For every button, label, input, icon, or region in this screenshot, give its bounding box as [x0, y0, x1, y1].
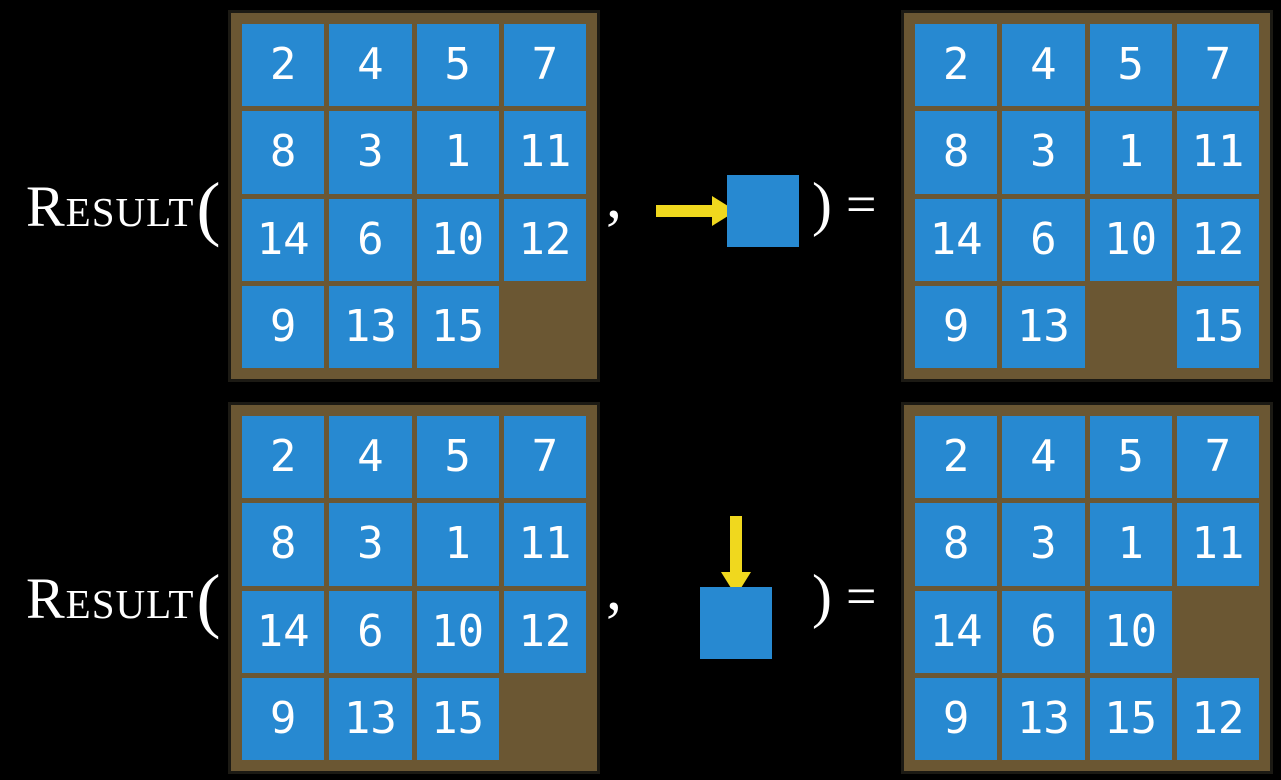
tile-7: 7	[1176, 24, 1259, 107]
open-paren: (	[196, 168, 221, 248]
function-label: Result(	[26, 166, 220, 244]
tile-14: 14	[242, 198, 325, 281]
move-action-right	[656, 175, 799, 247]
tile-11: 11	[503, 503, 586, 586]
tile-5: 5	[1089, 24, 1172, 107]
tile-3: 3	[329, 111, 412, 194]
empty-cell	[504, 286, 586, 368]
tile-15: 15	[416, 285, 499, 368]
tile-4: 4	[329, 416, 412, 499]
empty-cell	[1090, 286, 1172, 368]
tile-13: 13	[1002, 677, 1085, 760]
tile-8: 8	[915, 111, 998, 194]
tile-8: 8	[915, 503, 998, 586]
tile-10: 10	[1089, 590, 1172, 673]
close-paren: )	[812, 171, 832, 237]
function-label: Result(	[26, 558, 220, 636]
tile-12: 12	[1176, 677, 1259, 760]
empty-cell	[1177, 591, 1259, 673]
tile-11: 11	[1176, 111, 1259, 194]
comma: ,	[606, 552, 622, 623]
tile-14: 14	[915, 198, 998, 281]
moved-tile-square	[727, 175, 799, 247]
tile-11: 11	[503, 111, 586, 194]
tile-13: 13	[329, 677, 412, 760]
tile-6: 6	[329, 198, 412, 281]
comma: ,	[606, 160, 622, 231]
tile-5: 5	[416, 24, 499, 107]
tile-7: 7	[503, 416, 586, 499]
tile-13: 13	[329, 285, 412, 368]
tile-5: 5	[416, 416, 499, 499]
moved-tile-square	[700, 587, 772, 659]
tile-2: 2	[242, 416, 325, 499]
tile-1: 1	[1089, 111, 1172, 194]
tile-5: 5	[1089, 416, 1172, 499]
tile-1: 1	[1089, 503, 1172, 586]
tile-3: 3	[1002, 503, 1085, 586]
tile-1: 1	[416, 503, 499, 586]
tile-3: 3	[329, 503, 412, 586]
tile-12: 12	[1176, 198, 1259, 281]
tile-9: 9	[242, 677, 325, 760]
tile-14: 14	[915, 590, 998, 673]
tile-10: 10	[1089, 198, 1172, 281]
function-name: Result	[26, 566, 195, 631]
tile-6: 6	[1002, 590, 1085, 673]
tile-15: 15	[416, 677, 499, 760]
tile-2: 2	[242, 24, 325, 107]
empty-cell	[504, 678, 586, 760]
tile-7: 7	[503, 24, 586, 107]
arrow-right-icon	[656, 196, 736, 226]
tile-6: 6	[1002, 198, 1085, 281]
tile-4: 4	[1002, 24, 1085, 107]
tile-1: 1	[416, 111, 499, 194]
function-name: Result	[26, 174, 195, 239]
move-action-down	[700, 516, 772, 659]
tile-3: 3	[1002, 111, 1085, 194]
tile-4: 4	[329, 24, 412, 107]
tile-8: 8	[242, 111, 325, 194]
tile-13: 13	[1002, 285, 1085, 368]
tile-12: 12	[503, 590, 586, 673]
tile-15: 15	[1089, 677, 1172, 760]
tile-6: 6	[329, 590, 412, 673]
tile-11: 11	[1176, 503, 1259, 586]
arrow-down-icon	[721, 516, 751, 596]
tile-4: 4	[1002, 416, 1085, 499]
equals-sign: =	[846, 174, 877, 234]
tile-10: 10	[416, 198, 499, 281]
tile-9: 9	[242, 285, 325, 368]
open-paren: (	[196, 560, 221, 640]
equals-sign: =	[846, 566, 877, 626]
close-paren: )	[812, 563, 832, 629]
tile-15: 15	[1176, 285, 1259, 368]
tile-10: 10	[416, 590, 499, 673]
tile-14: 14	[242, 590, 325, 673]
tile-9: 9	[915, 285, 998, 368]
tile-2: 2	[915, 24, 998, 107]
tile-12: 12	[503, 198, 586, 281]
tile-9: 9	[915, 677, 998, 760]
tile-2: 2	[915, 416, 998, 499]
tile-8: 8	[242, 503, 325, 586]
tile-7: 7	[1176, 416, 1259, 499]
